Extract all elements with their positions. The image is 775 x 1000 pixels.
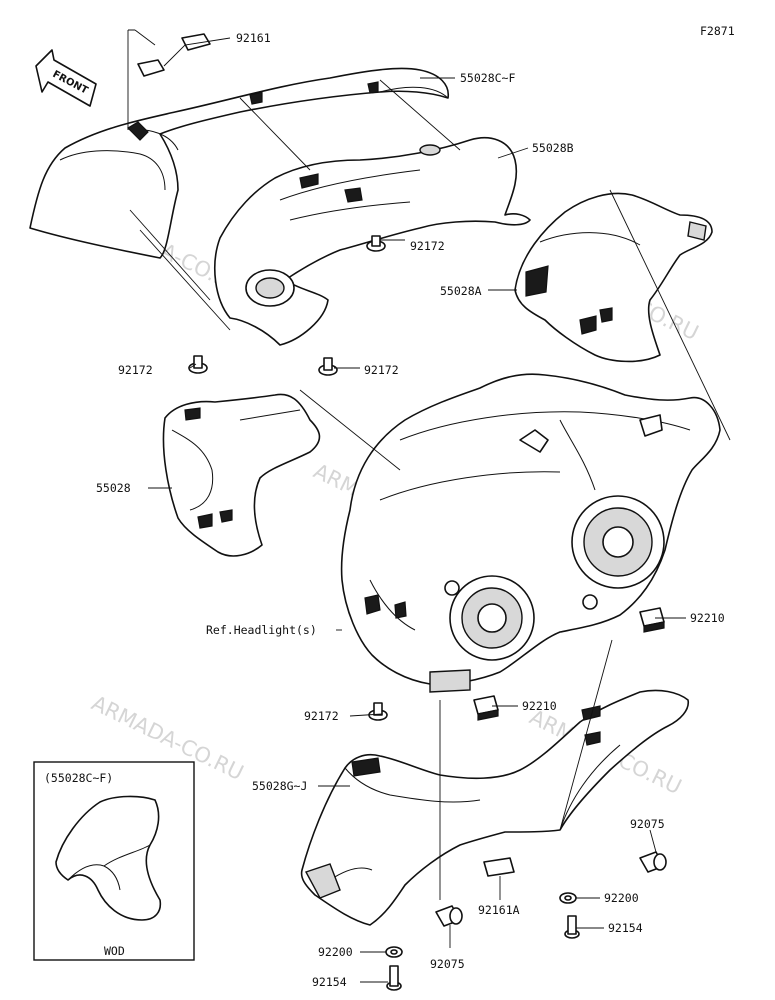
washer-92200-right: [559, 892, 577, 904]
screw-92172-left: [188, 355, 208, 374]
label-92210-mid: 92210: [522, 699, 557, 713]
headlight-assembly: [340, 373, 721, 693]
label-92161a: 92161A: [478, 903, 520, 917]
bolt-92154-right: [564, 915, 580, 939]
label-55028g-j: 55028G~J: [252, 779, 307, 793]
clip-nut-92210-mid: [473, 695, 499, 721]
label-55028c-f: 55028C~F: [460, 71, 515, 85]
leader-lines: [127, 29, 731, 983]
label-92075-right: 92075: [630, 817, 665, 831]
label-92154-right: 92154: [608, 921, 643, 935]
screw-92172-mid: [318, 357, 338, 376]
label-92172-low: 92172: [304, 709, 339, 723]
meter-cover-55028b: [214, 136, 531, 346]
damper-92075-right: [639, 851, 667, 873]
label-92172-top: 92172: [410, 239, 445, 253]
label-92210-right: 92210: [690, 611, 725, 625]
label-ref-headlight: Ref.Headlight(s): [206, 623, 317, 637]
label-92200-right: 92200: [604, 891, 639, 905]
inset-caption: WOD: [104, 944, 125, 958]
label-92161: 92161: [236, 31, 271, 45]
screw-92172-low: [368, 702, 388, 721]
label-55028: 55028: [96, 481, 131, 495]
inset-box: (55028C~F) WOD: [33, 761, 195, 961]
figure-code: F2871: [700, 24, 735, 38]
washer-92200-bottom: [385, 946, 403, 958]
label-92172-mid: 92172: [364, 363, 399, 377]
bolt-92154-bottom: [386, 965, 402, 991]
label-92154-bottom: 92154: [312, 975, 347, 989]
clip-nut-92210-right: [639, 607, 665, 633]
lower-cowl-55028g-j: [300, 689, 690, 926]
rubber-pad-92161a: [483, 857, 515, 877]
label-92200-bottom: 92200: [318, 945, 353, 959]
label-92075-bottom: 92075: [430, 957, 465, 971]
side-cover-55028a: [514, 192, 713, 363]
screw-92172-top: [366, 235, 386, 252]
damper-92075-bottom: [435, 905, 463, 927]
label-92172-left: 92172: [118, 363, 153, 377]
upper-cowl-55028c-f: [29, 67, 449, 259]
label-55028a: 55028A: [440, 284, 482, 298]
rubber-pads-92161: [137, 33, 211, 77]
front-arrow: FRONT: [35, 49, 97, 107]
inset-title: (55028C~F): [44, 771, 113, 785]
label-55028b: 55028B: [532, 141, 574, 155]
inner-cover-55028: [162, 393, 321, 557]
part-labels: 92161 55028C~F 55028B 92172 55028A 92172…: [96, 31, 725, 989]
